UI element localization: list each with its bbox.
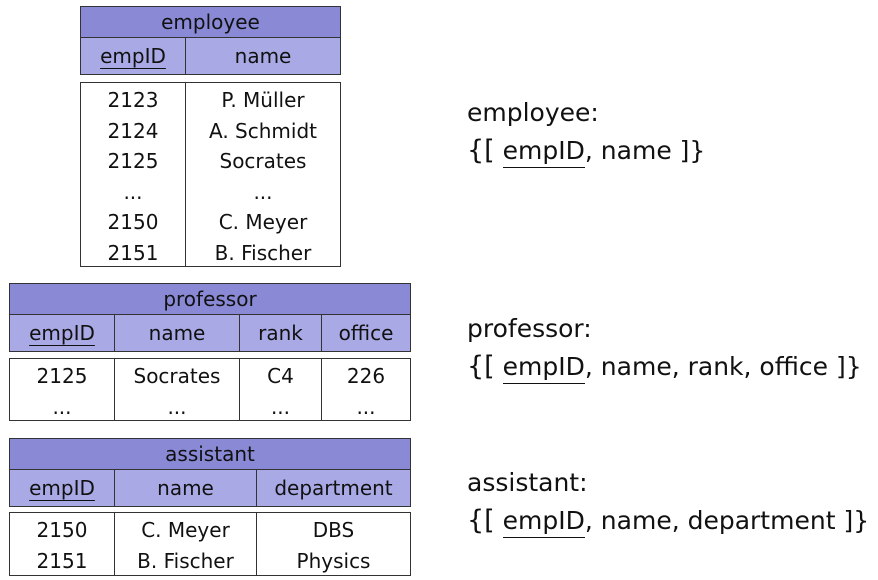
- assistant-department-column: DBS Physics: [257, 513, 410, 575]
- professor-col-empid: empID: [10, 315, 115, 351]
- table-cell: 2151: [107, 240, 159, 265]
- table-cell: ...: [270, 394, 291, 419]
- schema-label: employee:: [467, 98, 599, 127]
- employee-table-body: 2123 2124 2125 ... 2150 2151 P. Müller A…: [80, 82, 341, 267]
- schema-definition: {[ empID, name, rank, office ]}: [467, 351, 862, 384]
- employee-table-header: employee empID name: [80, 6, 341, 75]
- schema-label: assistant:: [467, 468, 588, 497]
- employee-table-title: employee: [81, 7, 340, 38]
- assistant-col-name: name: [115, 470, 257, 506]
- professor-col-rank: rank: [240, 315, 322, 351]
- table-cell: C4: [267, 364, 294, 388]
- assistant-col-empid: empID: [10, 470, 115, 506]
- table-cell: DBS: [312, 518, 355, 542]
- table-cell: 2151: [36, 548, 88, 573]
- table-cell: 2124: [107, 118, 159, 143]
- employee-schema: employee: {[ empID, name ]}: [467, 94, 705, 170]
- table-cell: Physics: [296, 548, 371, 573]
- employee-table: employee empID name: [80, 6, 341, 75]
- professor-office-column: 226 ...: [322, 359, 410, 420]
- assistant-name-column: C. Meyer B. Fischer: [115, 513, 257, 575]
- professor-table-header: professor empID name rank office: [9, 283, 411, 352]
- table-cell: ...: [356, 394, 376, 419]
- table-cell: 2125: [107, 149, 159, 173]
- employee-col-name: name: [234, 44, 292, 68]
- professor-col-name: name: [115, 315, 240, 351]
- professor-col-office: office: [338, 321, 394, 345]
- table-cell: C. Meyer: [218, 210, 308, 234]
- table-cell: Socrates: [219, 149, 307, 173]
- employee-name-column: P. Müller A. Schmidt Socrates ... C. Mey…: [186, 83, 340, 266]
- table-cell: C. Meyer: [141, 518, 230, 542]
- professor-empid-column: 2125 ...: [10, 359, 115, 420]
- assistant-table-header: assistant empID name department: [9, 438, 411, 507]
- schema-label: professor:: [467, 314, 592, 343]
- table-cell: 2150: [107, 210, 159, 234]
- table-cell: 2123: [107, 88, 159, 112]
- employee-col-empid: empID: [81, 38, 186, 74]
- professor-table-body: 2125 ... Socrates ... C4 ... 226 ...: [9, 358, 411, 421]
- table-cell: P. Müller: [221, 88, 305, 112]
- table-cell: B. Fischer: [214, 240, 312, 265]
- table-cell: ...: [167, 394, 187, 419]
- table-cell: Socrates: [133, 364, 221, 388]
- table-cell: 2125: [36, 364, 88, 388]
- professor-schema: professor: {[ empID, name, rank, office …: [467, 310, 862, 386]
- assistant-table-body: 2150 2151 C. Meyer B. Fischer DBS Physic…: [9, 512, 411, 576]
- table-cell: B. Fischer: [137, 548, 234, 573]
- table-cell: ...: [123, 179, 143, 204]
- table-cell: A. Schmidt: [209, 118, 317, 143]
- professor-table: professor empID name rank office: [9, 283, 411, 352]
- schema-definition: {[ empID, name ]}: [467, 135, 706, 168]
- schema-key: empID: [502, 137, 585, 168]
- schema-definition: {[ empID, name, department ]}: [467, 505, 870, 538]
- assistant-table-title: assistant: [10, 439, 410, 470]
- schema-key: empID: [502, 507, 585, 538]
- table-cell: ...: [52, 394, 72, 419]
- table-cell: 2150: [36, 518, 88, 542]
- employee-empid-column: 2123 2124 2125 ... 2150 2151: [81, 83, 186, 266]
- assistant-schema: assistant: {[ empID, name, department ]}: [467, 464, 869, 540]
- schema-key: empID: [502, 353, 585, 384]
- assistant-col-department: department: [274, 476, 393, 500]
- professor-rank-column: C4 ...: [240, 359, 322, 420]
- table-cell: 226: [346, 364, 386, 388]
- professor-name-column: Socrates ...: [115, 359, 240, 420]
- table-cell: ...: [253, 179, 273, 204]
- assistant-empid-column: 2150 2151: [10, 513, 115, 575]
- assistant-table: assistant empID name department: [9, 438, 411, 507]
- professor-table-title: professor: [10, 284, 410, 315]
